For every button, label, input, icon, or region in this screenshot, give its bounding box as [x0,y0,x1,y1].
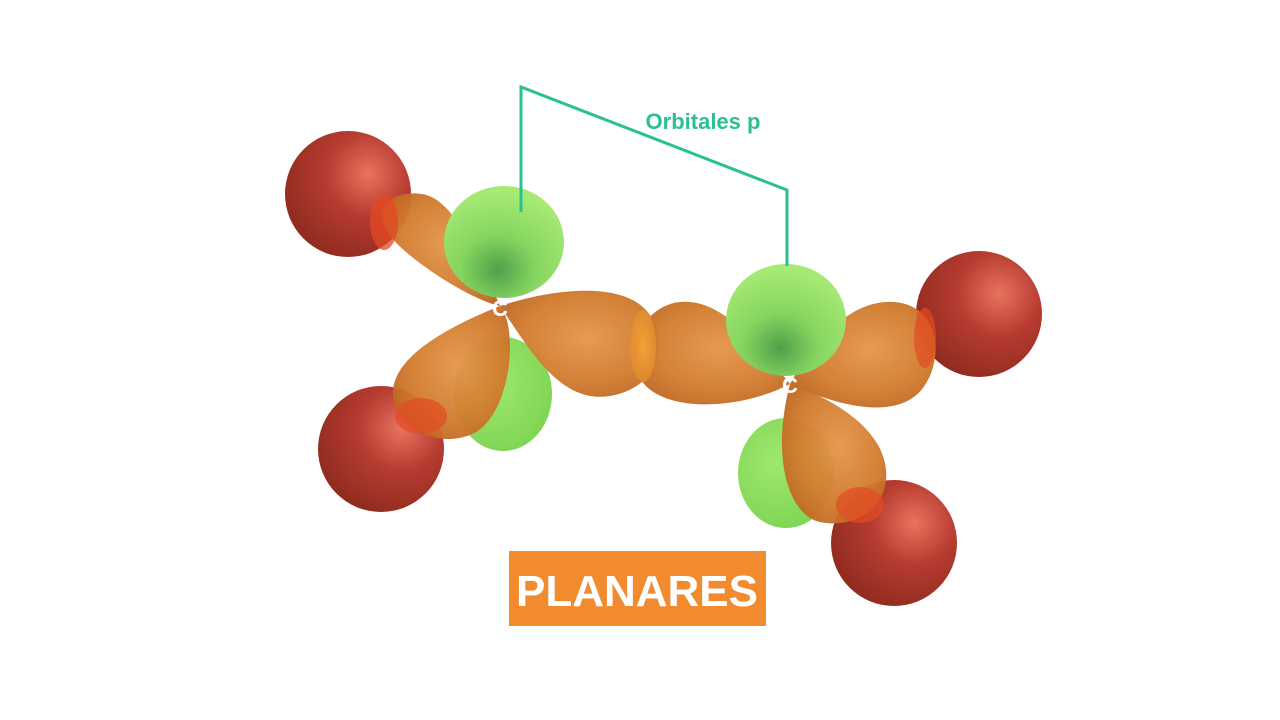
sp2-orbital-lobe-left-sigma [500,290,660,397]
overlap-bottom-left-hydrogen [395,398,447,434]
hydrogen-atom-right [916,251,1042,377]
sigma-overlap-region [630,310,656,382]
sp2-orbital-lobe-right-upper [790,301,936,408]
overlap-right-hydrogen [914,308,936,368]
p-orbital-lobe-upper-right [726,264,846,376]
overlap-bottom-right-hydrogen [836,487,884,523]
planares-banner: PLANARES [509,551,766,626]
callout-label-orbitales-p: Orbitales p [646,109,761,134]
planares-banner-label: PLANARES [516,567,758,616]
sp2-orbital-lobe-right-sigma [633,301,790,405]
overlap-top-left-hydrogen [370,194,398,250]
carbon-atom-label-right: C [782,373,798,398]
carbon-atom-label-left: C [492,296,508,321]
planares-banner-background [509,551,766,626]
p-orbital-lobe-upper-left [444,186,564,298]
callout-bracket-line [519,84,789,266]
